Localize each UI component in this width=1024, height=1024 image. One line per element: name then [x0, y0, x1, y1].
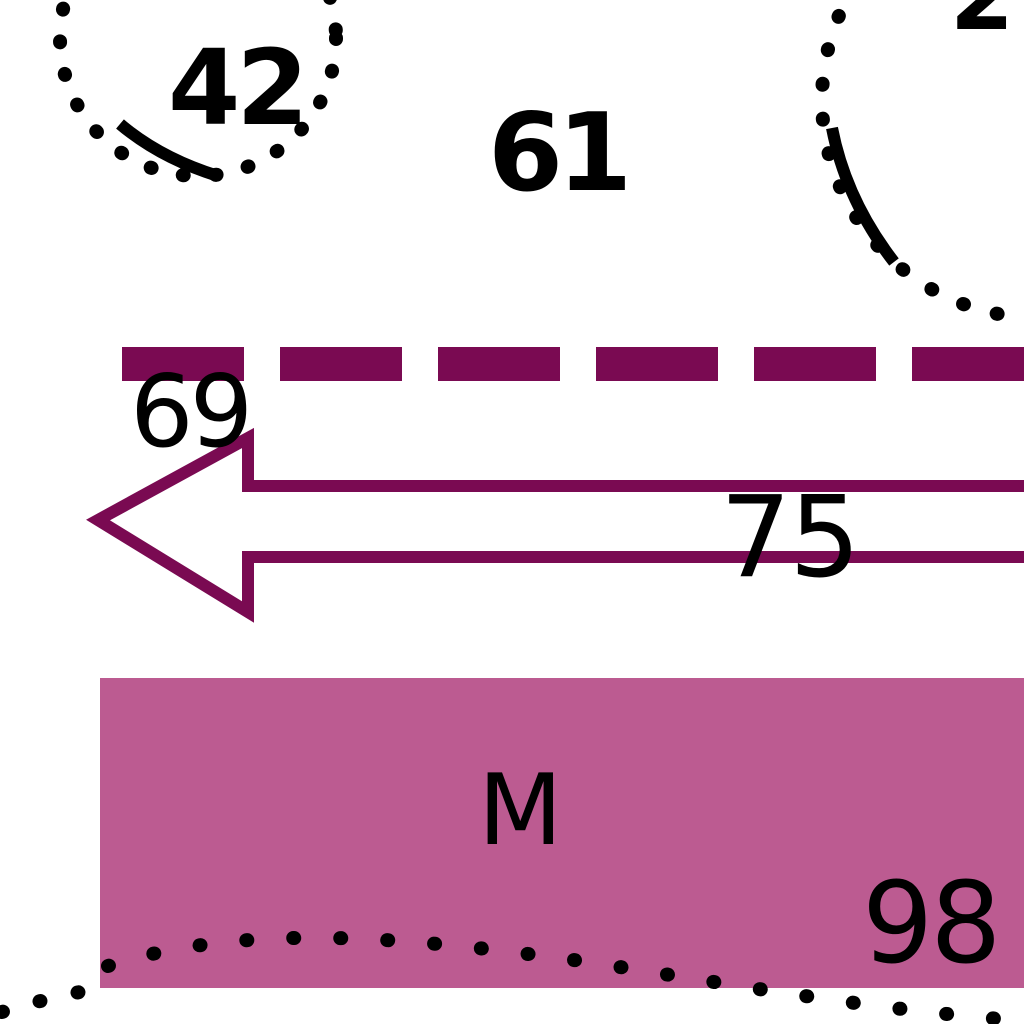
- label-42: 42: [168, 27, 309, 149]
- magenta-zone: [100, 678, 1024, 988]
- label-75: 75: [720, 473, 861, 603]
- top-right-circle-solid-arc: [826, 126, 899, 266]
- label-98: 98: [862, 859, 1002, 989]
- label-61: 61: [488, 91, 632, 216]
- bottom-dotted-curve: [101, 930, 1024, 1024]
- label-69: 69: [130, 353, 253, 470]
- label-zone-m: M: [478, 754, 563, 868]
- label-2: 2: [950, 0, 1014, 44]
- top-left-dotted-circle: [53, 0, 343, 183]
- top-left-circle-solid-arc: [116, 119, 220, 182]
- bottom-left-dotted-curve: [0, 985, 87, 1019]
- left-arrow-outline: [86, 427, 1024, 623]
